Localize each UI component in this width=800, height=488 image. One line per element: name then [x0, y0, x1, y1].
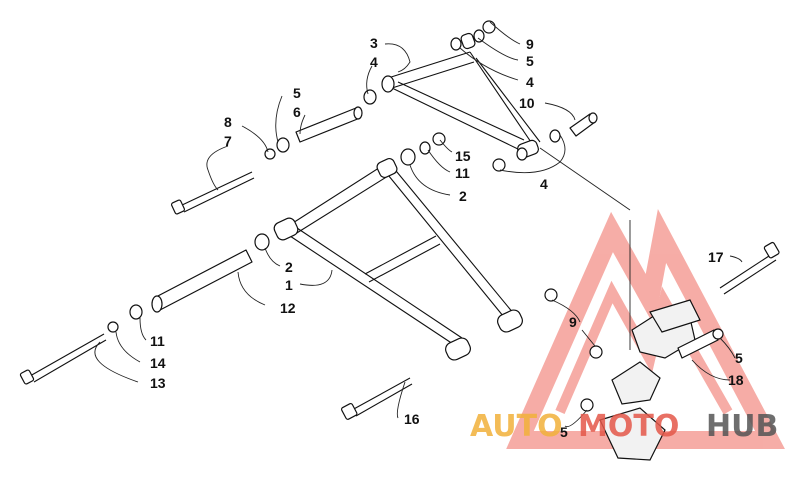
callout-11-upper: 11 — [455, 165, 470, 181]
watermark-auto: AUTO — [470, 409, 563, 444]
callout-9-lower: 9 — [569, 314, 577, 330]
callout-4-top: 4 — [370, 54, 378, 70]
callout-4-lower: 4 — [540, 176, 548, 192]
callout-13: 13 — [150, 375, 166, 391]
callout-12: 12 — [280, 300, 296, 316]
callout-17: 17 — [708, 249, 724, 265]
callout-18: 18 — [728, 372, 744, 388]
callout-labels: 3 4 9 5 4 10 4 5 6 8 7 15 11 2 2 1 12 11… — [150, 35, 744, 440]
upper-bushings — [170, 20, 598, 215]
lower-bushings — [19, 132, 780, 420]
spindle-assembly — [539, 147, 724, 461]
callout-6: 6 — [293, 104, 301, 120]
watermark-hub: HUB — [706, 409, 778, 444]
callout-5-top-right: 5 — [526, 53, 534, 69]
leader-lines — [94, 21, 743, 428]
upper-a-arm — [381, 51, 541, 161]
callout-7: 7 — [224, 133, 232, 149]
callout-14: 14 — [150, 355, 166, 371]
callout-10: 10 — [519, 95, 535, 111]
callout-9-top: 9 — [526, 36, 534, 52]
callout-2-upper: 2 — [459, 188, 467, 204]
callout-5-bottom: 5 — [560, 424, 568, 440]
callout-1: 1 — [285, 277, 293, 293]
watermark-moto: MOTO — [578, 409, 679, 444]
callout-4-mid: 4 — [526, 74, 534, 90]
callout-8: 8 — [224, 114, 232, 130]
callout-5-right: 5 — [735, 350, 743, 366]
watermark-text: AUTO MOTO HUB — [470, 409, 778, 444]
callout-5-left: 5 — [293, 85, 301, 101]
lower-a-arm — [273, 157, 523, 361]
callout-11-lower: 11 — [150, 333, 165, 349]
callout-3: 3 — [370, 35, 378, 51]
callout-16: 16 — [404, 411, 420, 427]
callout-15: 15 — [455, 148, 471, 164]
callout-2-lower: 2 — [285, 259, 293, 275]
